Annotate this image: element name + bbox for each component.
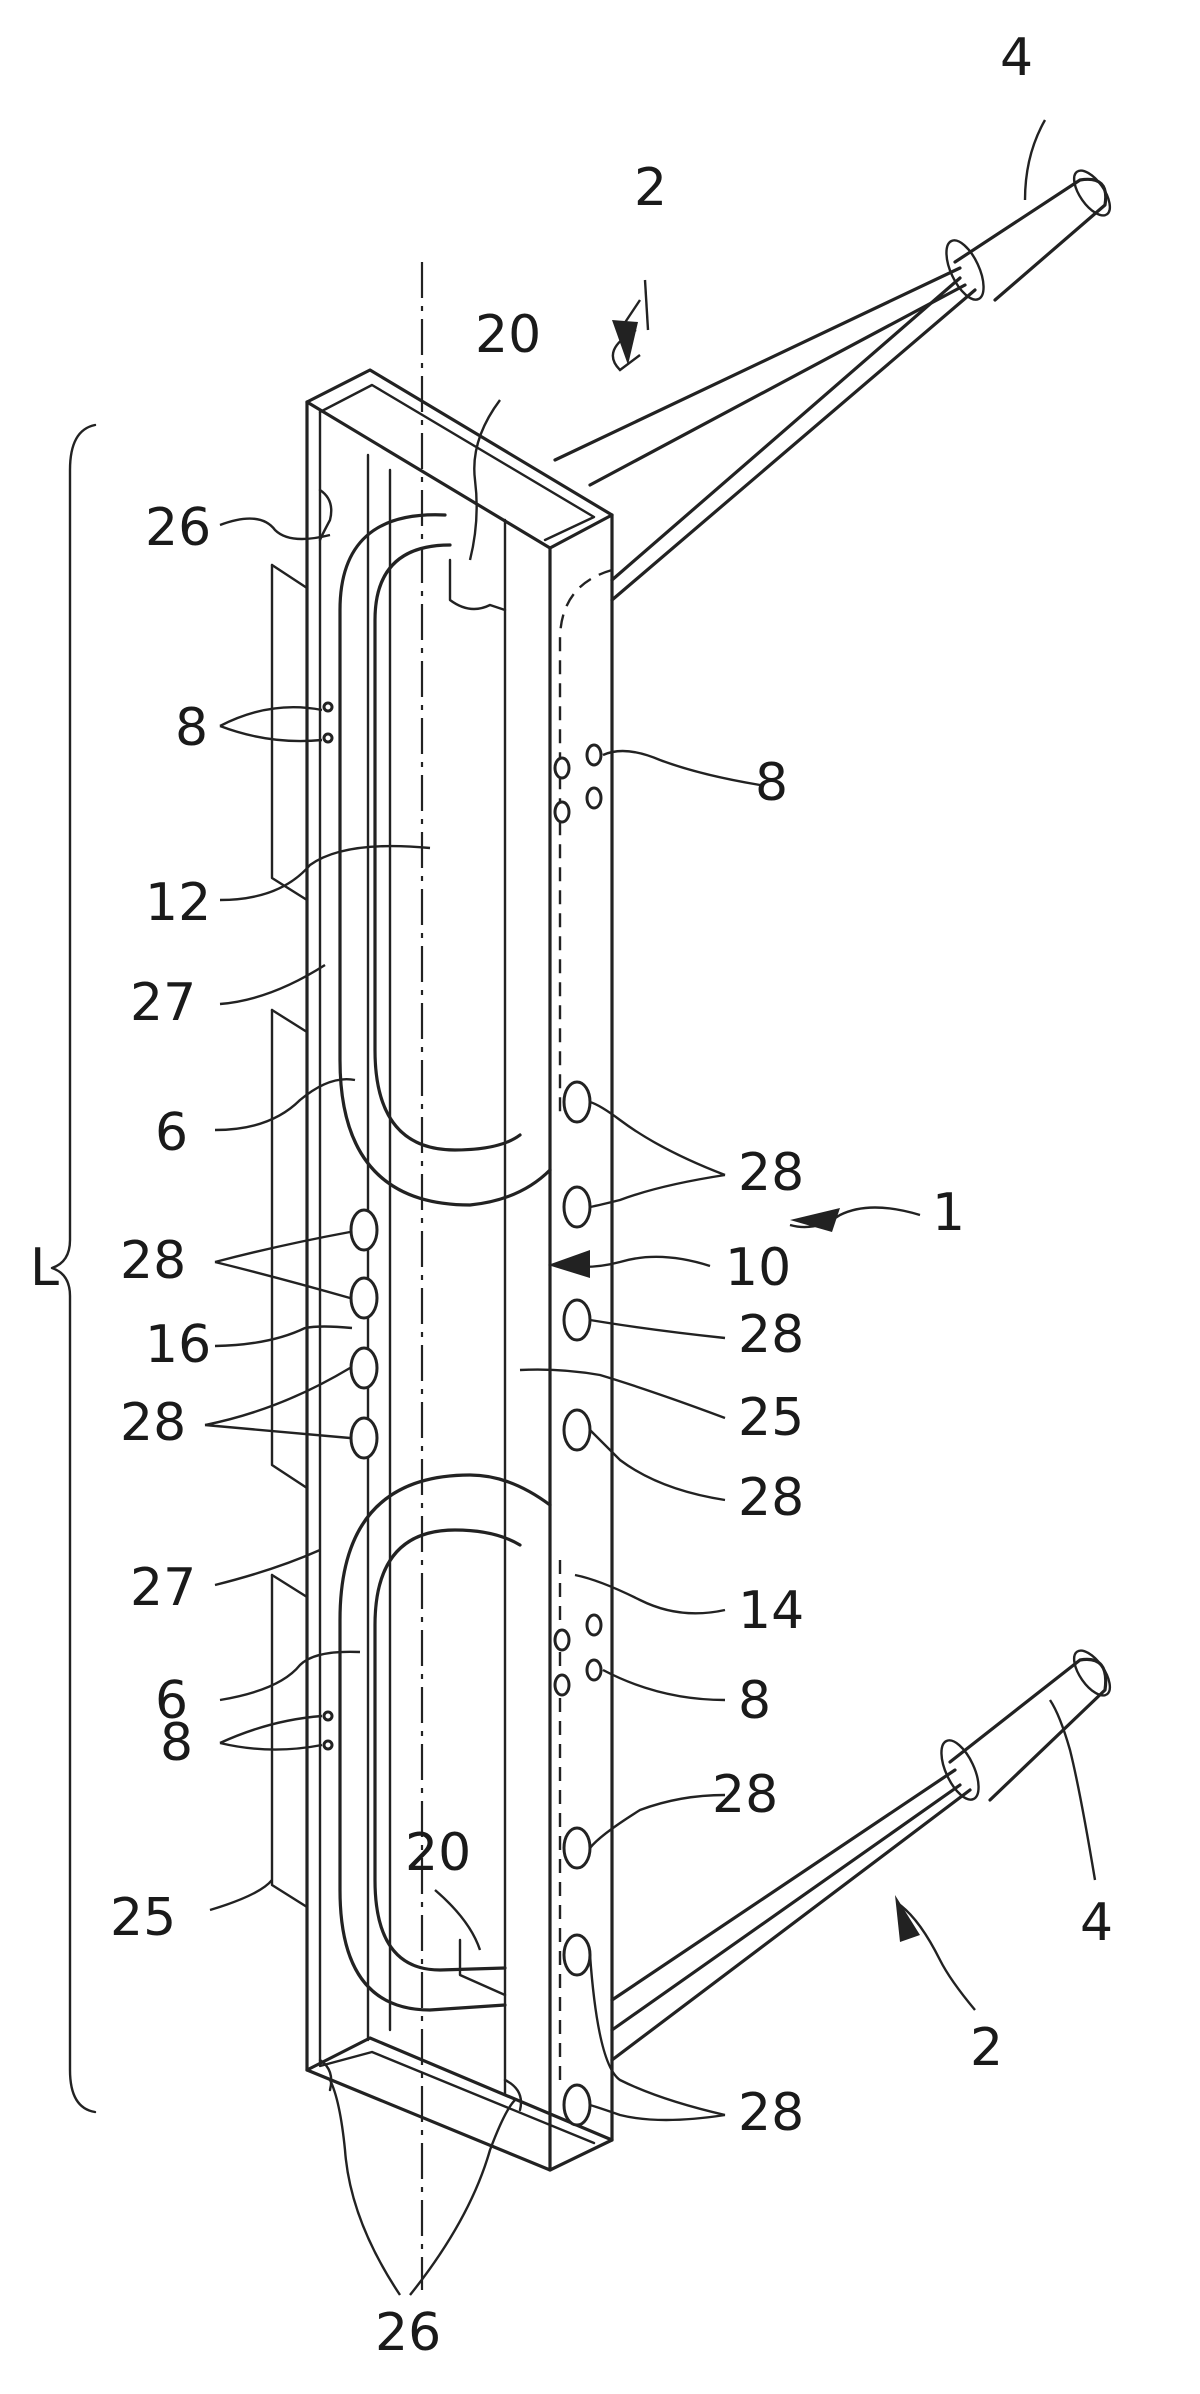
label-8-right-top: 8 xyxy=(755,753,788,813)
label-6-bottom: 6 xyxy=(155,1671,188,1731)
label-25-right: 25 xyxy=(738,1388,804,1448)
label-20-top: 20 xyxy=(475,305,541,365)
label-26-top: 26 xyxy=(145,498,211,558)
label-1: 1 xyxy=(932,1183,965,1243)
label-6-top: 6 xyxy=(155,1103,188,1163)
label-10: 10 xyxy=(725,1238,791,1298)
label-4-bottom: 4 xyxy=(1080,1893,1113,1953)
length-bracket xyxy=(50,423,97,2114)
label-28-right-a: 28 xyxy=(738,1143,804,1203)
upper-cable-bundle xyxy=(553,169,1112,602)
label-8-left-top: 8 xyxy=(175,698,208,758)
label-16: 16 xyxy=(145,1315,211,1375)
label-4-top: 4 xyxy=(1000,28,1033,88)
side-plates xyxy=(270,563,309,1909)
label-L: L xyxy=(30,1238,59,1298)
label-28-right-b: 28 xyxy=(738,1305,804,1365)
label-2-bottom: 2 xyxy=(970,2018,1003,2078)
label-26-bottom: 26 xyxy=(375,2303,441,2363)
label-25-left: 25 xyxy=(110,1888,176,1948)
label-28-left-a: 28 xyxy=(120,1231,186,1291)
label-20-bottom: 20 xyxy=(405,1823,471,1883)
label-28-left-b: 28 xyxy=(120,1393,186,1453)
label-28-right-d: 28 xyxy=(712,1765,778,1825)
pipe-loops xyxy=(338,513,613,2080)
label-8-left-bottom: 8 xyxy=(160,1713,193,1773)
label-27-top: 27 xyxy=(130,973,196,1033)
label-2-top: 2 xyxy=(634,158,667,218)
holes-8 xyxy=(322,701,603,1751)
label-14: 14 xyxy=(738,1581,804,1641)
leader-lines xyxy=(204,119,1097,2296)
lower-cable-bundle xyxy=(610,1649,1112,2062)
label-12: 12 xyxy=(145,873,211,933)
label-28-right-c: 28 xyxy=(738,1468,804,1528)
label-27-bottom: 27 xyxy=(130,1558,196,1618)
label-8-right-bottom: 8 xyxy=(738,1671,771,1731)
label-28-right-e: 28 xyxy=(738,2083,804,2143)
